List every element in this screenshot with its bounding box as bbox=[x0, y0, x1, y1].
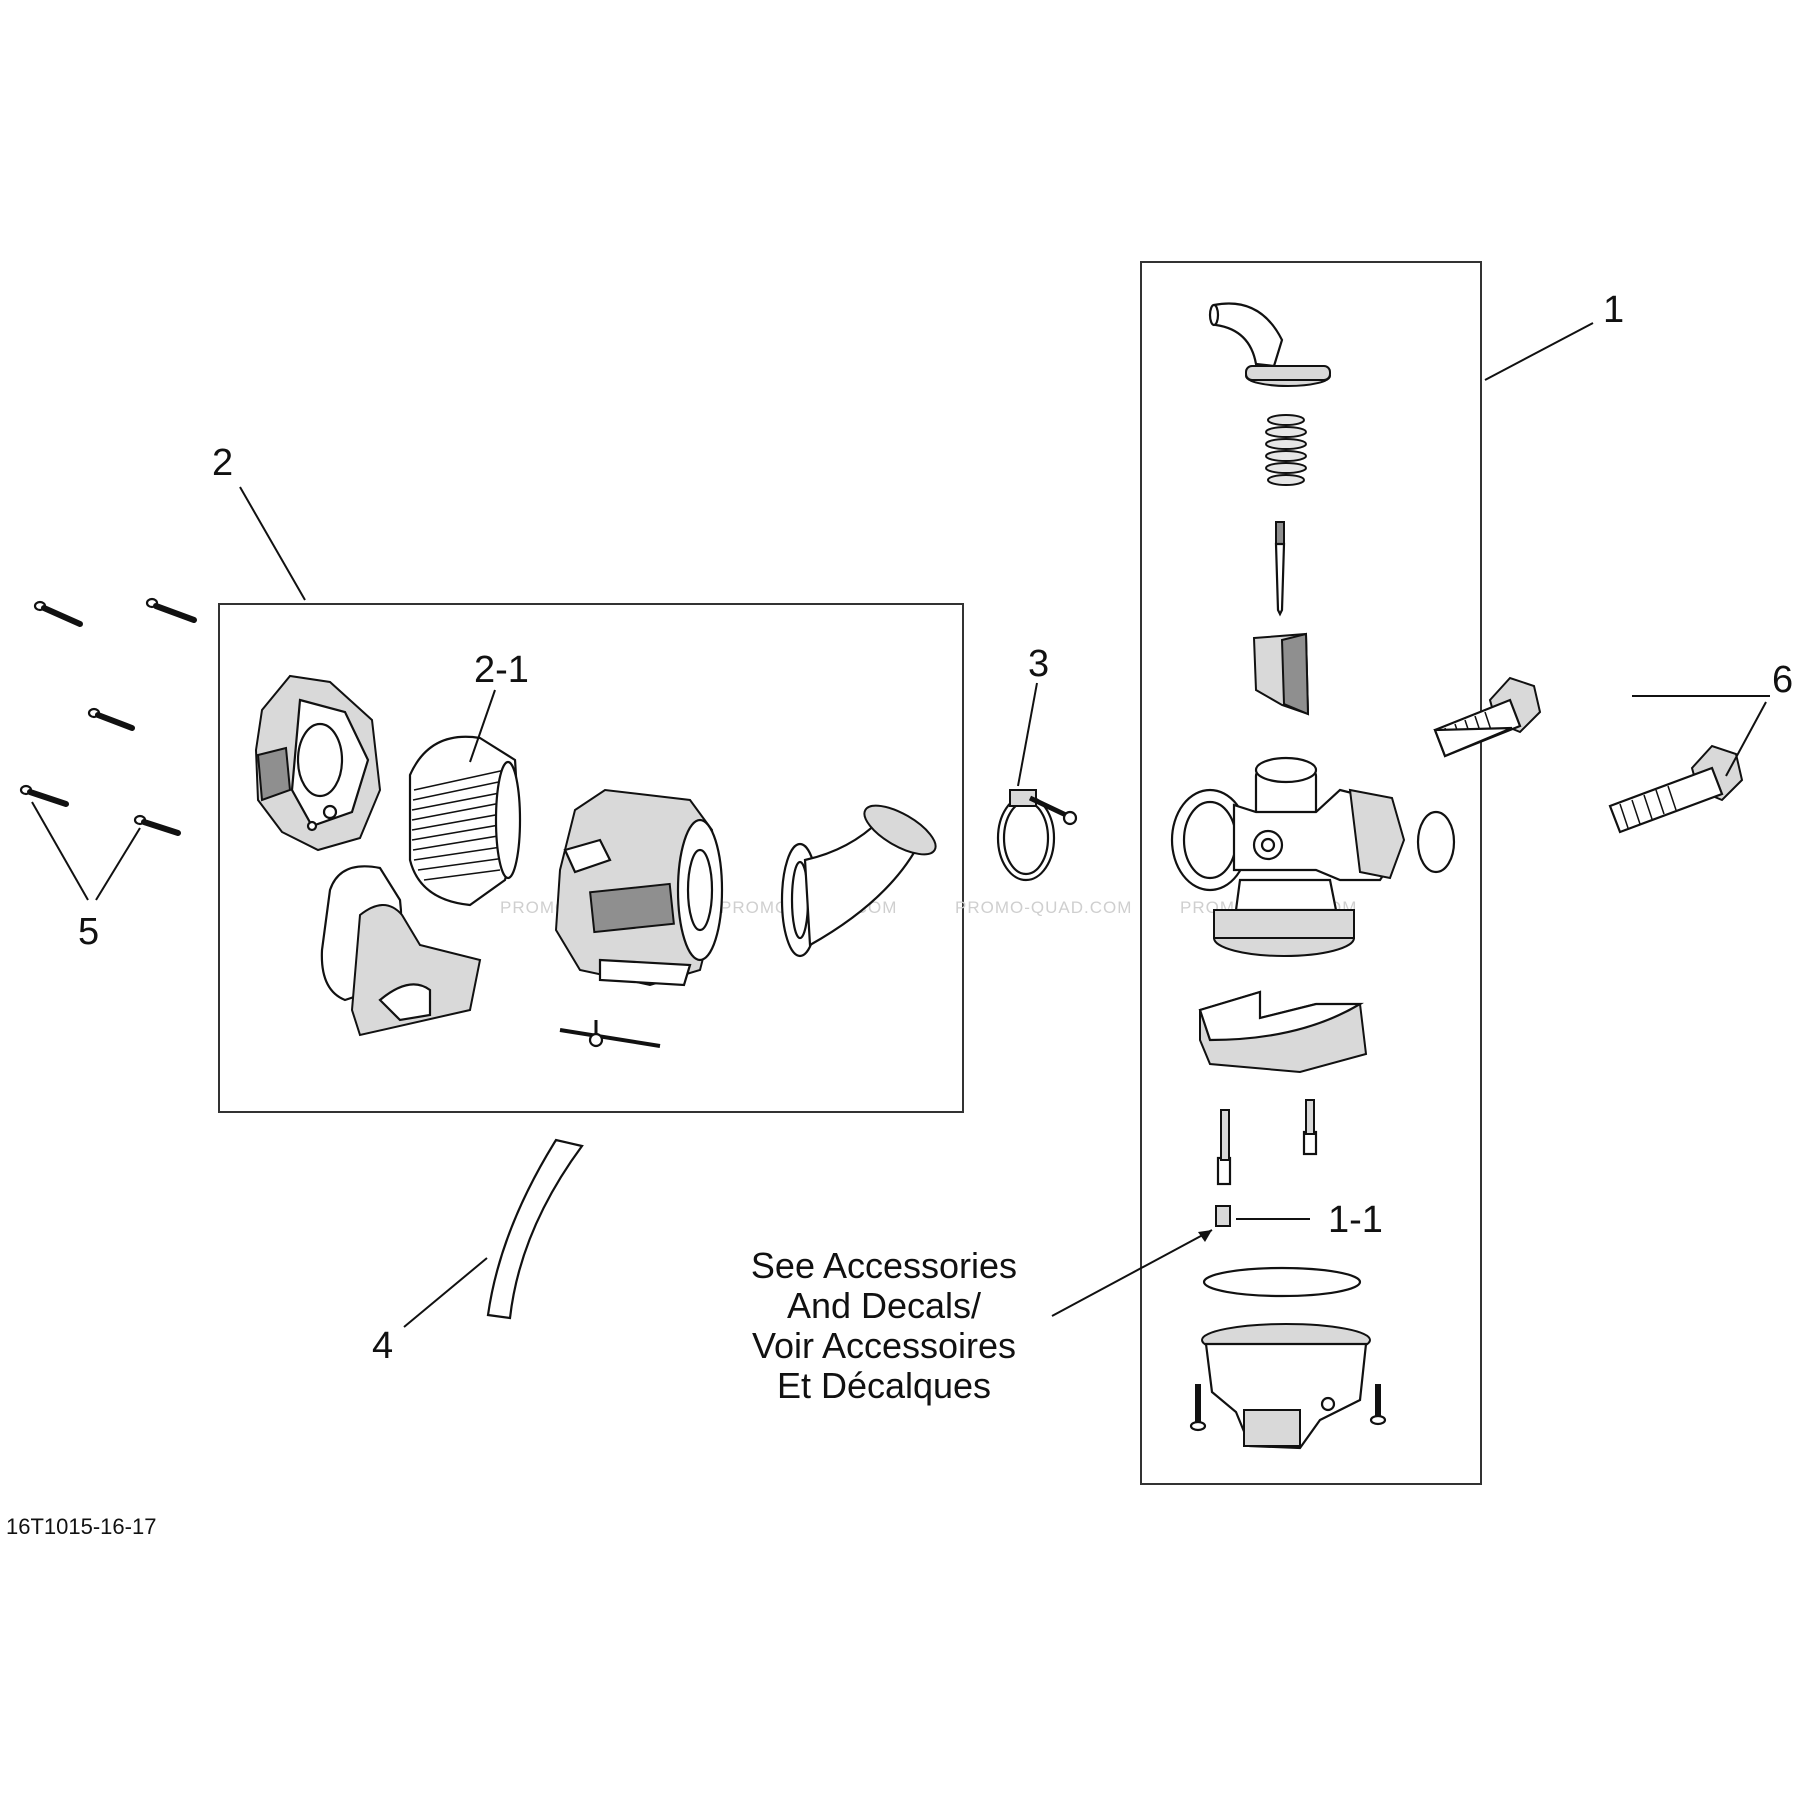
leader-2-1 bbox=[469, 689, 496, 763]
carb-gasket bbox=[1202, 1266, 1362, 1298]
inlet-duct bbox=[320, 865, 482, 1037]
note-line-3: Voir Accessoires bbox=[752, 1325, 1016, 1366]
leader-6b bbox=[1725, 701, 1767, 777]
bolt-6b bbox=[1608, 744, 1744, 834]
callout-2: 2 bbox=[212, 442, 233, 484]
callout-5: 5 bbox=[78, 911, 99, 953]
carburetor-assembly-box bbox=[1140, 261, 1482, 1485]
leader-5a bbox=[31, 801, 89, 901]
screw-5d bbox=[19, 784, 69, 807]
bolt-6a bbox=[1433, 676, 1542, 758]
callout-4: 4 bbox=[372, 1325, 393, 1367]
intake-elbow bbox=[780, 804, 937, 958]
leader-note bbox=[1051, 1229, 1213, 1317]
screw-5e bbox=[133, 814, 181, 836]
accessories-note: See Accessories And Decals/ Voir Accesso… bbox=[751, 1245, 1017, 1406]
fuel-tube bbox=[486, 1138, 584, 1320]
carb-float-bowl bbox=[1201, 1323, 1371, 1450]
clip-part bbox=[559, 1020, 661, 1048]
carb-body bbox=[1170, 756, 1406, 957]
airbox-housing bbox=[554, 788, 724, 987]
airbox-cover bbox=[254, 674, 382, 852]
bowl-screws bbox=[1189, 1384, 1387, 1432]
watermark-3: PROMO-QUAD.COM bbox=[955, 898, 1132, 917]
carb-jets bbox=[1215, 1099, 1318, 1227]
leader-3 bbox=[1017, 682, 1038, 787]
air-filter-assembly-box bbox=[218, 603, 964, 1113]
screw-5b bbox=[145, 597, 197, 623]
leader-1 bbox=[1484, 322, 1594, 381]
callout-1-1: 1-1 bbox=[1328, 1199, 1383, 1241]
callout-3: 3 bbox=[1028, 643, 1049, 685]
leader-lines bbox=[31, 322, 1770, 1328]
callout-labels: 1 2 2-1 3 4 5 6 1-1 bbox=[78, 289, 1793, 1367]
carb-needle bbox=[1274, 521, 1286, 617]
hose-clamp bbox=[996, 789, 1078, 882]
carb-float bbox=[1198, 990, 1368, 1074]
callout-2-1: 2-1 bbox=[474, 649, 529, 691]
carb-spring bbox=[1265, 414, 1307, 486]
leader-4 bbox=[403, 1257, 488, 1328]
note-line-1: See Accessories bbox=[751, 1245, 1017, 1286]
leader-5b bbox=[95, 827, 141, 901]
callout-6: 6 bbox=[1772, 659, 1793, 701]
filter-element bbox=[408, 735, 522, 907]
carb-cap bbox=[1208, 302, 1331, 387]
note-line-2: And Decals/ bbox=[787, 1285, 981, 1326]
carburetor-parts bbox=[1170, 302, 1456, 1450]
bolts-group-6 bbox=[1433, 676, 1744, 834]
screw-5c bbox=[87, 707, 135, 731]
screws-group-5 bbox=[19, 597, 197, 836]
screw-5a bbox=[33, 600, 83, 627]
drawing-code: 16T1015-16-17 bbox=[6, 1514, 156, 1539]
callout-1: 1 bbox=[1603, 289, 1624, 331]
note-line-4: Et Décalques bbox=[777, 1365, 991, 1406]
carb-slide bbox=[1252, 632, 1310, 716]
leader-2 bbox=[239, 486, 306, 601]
carb-o-ring bbox=[1416, 810, 1456, 874]
